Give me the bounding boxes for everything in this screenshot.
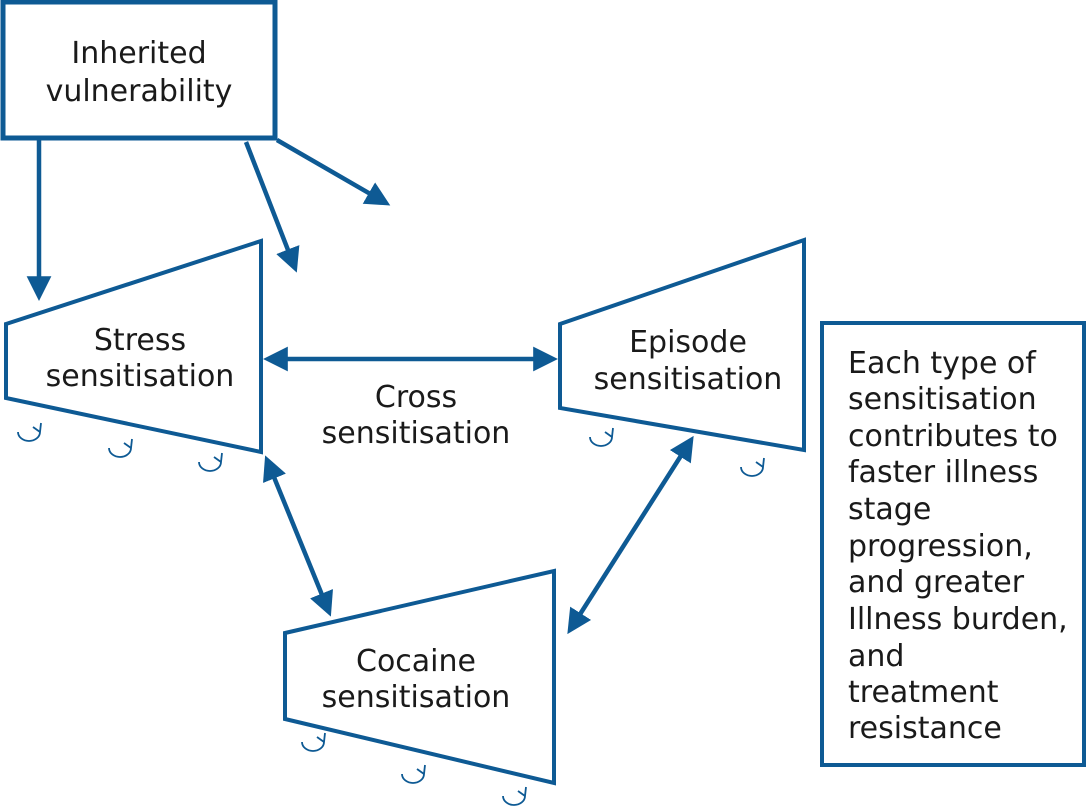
episode-label-line1: Episode (629, 325, 747, 360)
circular-arrow-icon (108, 438, 133, 458)
note-line-8: Illness burden, (848, 602, 1068, 637)
circular-arrow-icon (401, 764, 426, 784)
cocaine-sensitisation-node: Cocaine sensitisation (283, 568, 556, 786)
cross-label-line2: sensitisation (322, 416, 511, 451)
note-line-4: faster illness (848, 455, 1038, 490)
note-line-2: sensitisation (848, 382, 1037, 417)
note-box: Each type of sensitisation contributes t… (820, 321, 1086, 767)
arrow-inherited-diagonal-right (275, 138, 391, 206)
circular-arrow-icon (198, 452, 223, 472)
stress-label-line1: Stress (94, 323, 186, 358)
cocaine-label-line2: sensitisation (322, 680, 511, 715)
note-line-5: stage (848, 492, 931, 527)
note-line-6: progression, (848, 529, 1033, 564)
note-line-11: resistance (848, 711, 1002, 746)
note-line-10: treatment (848, 675, 999, 710)
note-line-1: Each type of (848, 346, 1037, 381)
note-line-9: and (848, 639, 904, 674)
episode-sensitisation-node: Episode sensitisation (558, 237, 806, 453)
circular-arrow-icon (502, 786, 527, 806)
cross-label-line1: Cross (375, 380, 457, 415)
stress-sensitisation-node: Stress sensitisation (3, 238, 263, 455)
arrow-inherited-diagonal-down (243, 141, 300, 273)
note-line-7: and greater (848, 565, 1025, 600)
episode-label-line2: sensitisation (594, 362, 783, 397)
inherited-label-line2: vulnerability (46, 74, 233, 109)
circular-arrow-icon (301, 732, 326, 752)
circular-arrow-icon (740, 457, 765, 477)
inherited-label-line1: Inherited (71, 36, 206, 71)
circular-arrow-icon (589, 427, 614, 447)
stress-label-line2: sensitisation (46, 359, 235, 394)
arrow-stress-cocaine (263, 455, 333, 617)
circular-arrow-icon (17, 422, 42, 442)
note-line-3: contributes to (848, 419, 1058, 454)
cocaine-label-line1: Cocaine (356, 644, 476, 679)
arrow-episode-cocaine (567, 435, 694, 635)
inherited-vulnerability-box: Inherited vulnerability (0, 0, 278, 141)
